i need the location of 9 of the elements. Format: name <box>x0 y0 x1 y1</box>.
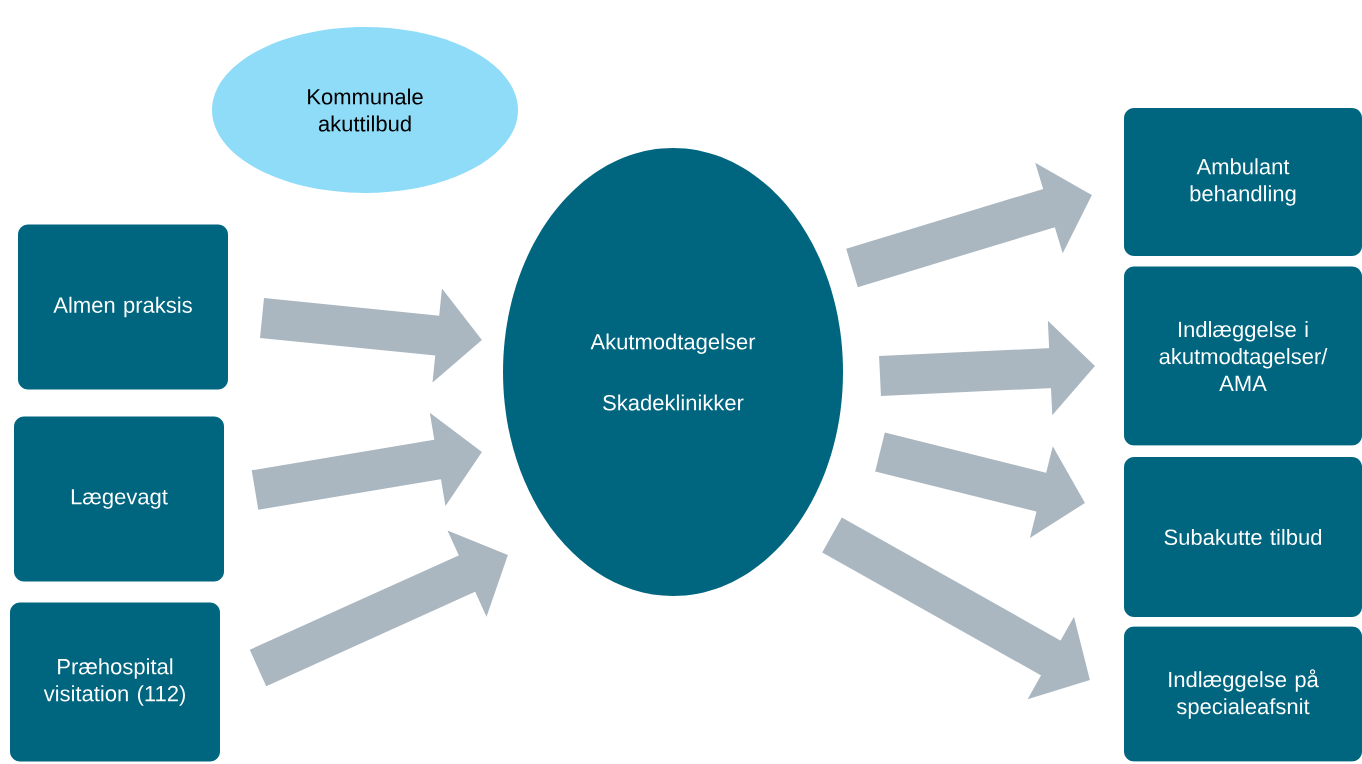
process-box: Indlæggelse i akutmodtagelser/ AMA <box>1124 266 1362 446</box>
process-box: Præhospital visitation (112) <box>10 602 220 762</box>
process-box: Almen praksis <box>18 224 228 390</box>
process-box: Indlæggelse på specialeafsnit <box>1124 626 1362 762</box>
ellipse-node: Kommunale akuttilbud <box>212 27 518 193</box>
process-box: Subakutte tilbud <box>1124 457 1362 617</box>
ellipse-node: Akutmodtagelser Skadeklinikker <box>503 148 843 596</box>
process-box: Ambulant behandling <box>1124 108 1362 256</box>
process-box: Lægevagt <box>14 416 224 582</box>
